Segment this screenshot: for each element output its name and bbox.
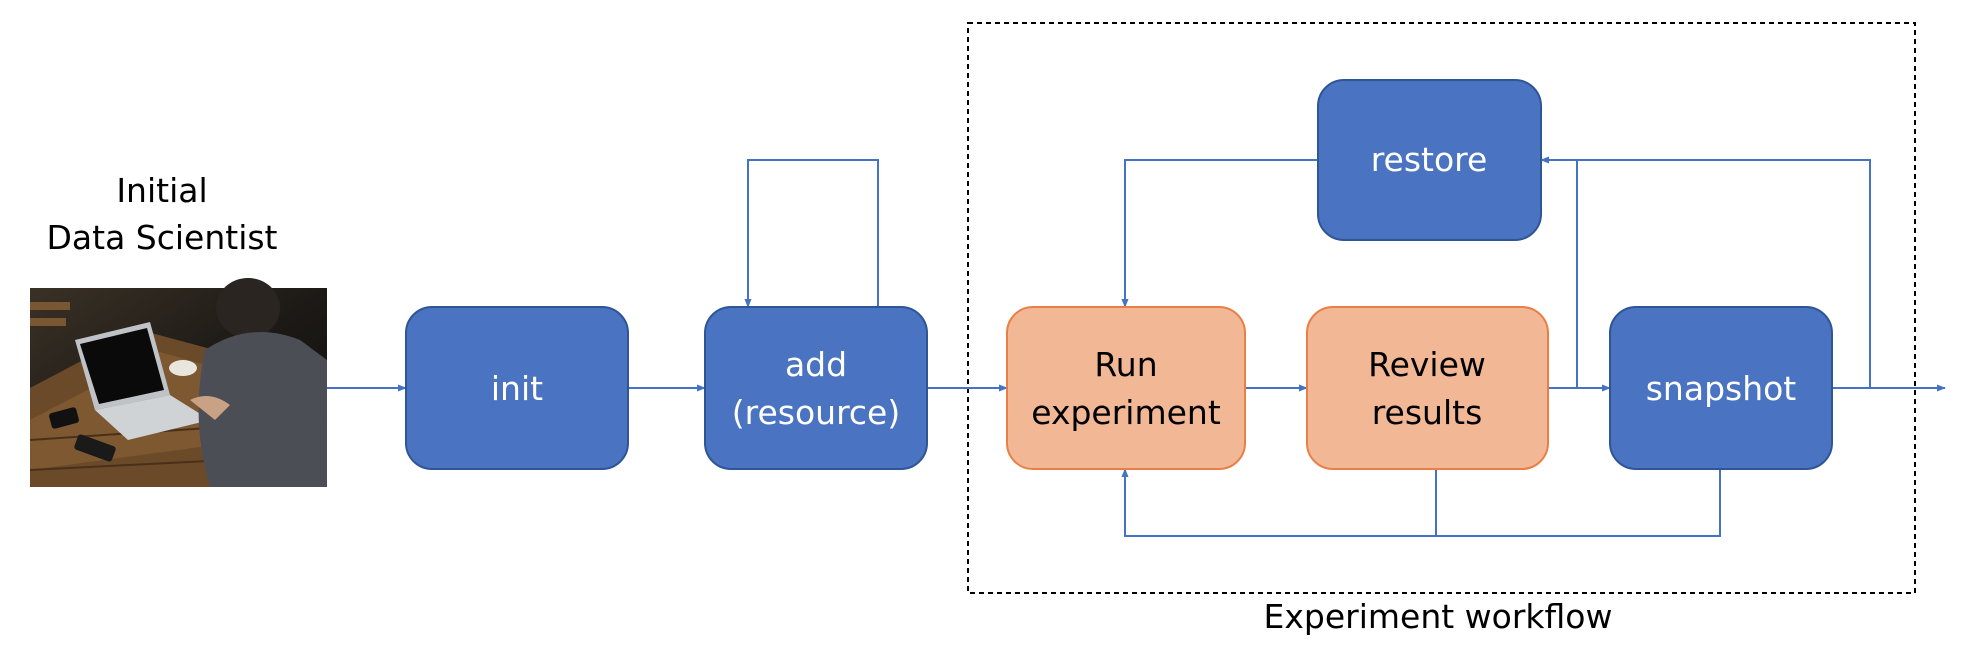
node-add-label-line-2: (resource) [732,393,900,432]
node-restore[interactable]: restore [1317,79,1542,241]
node-run-label-line-1: Run [1094,345,1157,384]
node-review-box [1306,306,1549,470]
node-add-box [704,306,928,470]
node-snapshot-box [1609,306,1833,470]
connectors [327,156,1946,537]
node-snapshot[interactable]: snapshot [1609,306,1833,470]
node-init-box [405,306,629,470]
node-init[interactable]: init [405,306,629,470]
node-restore-label: restore [1371,140,1488,179]
experiment-workflow-frame [967,22,1916,594]
node-init-label: init [491,369,543,408]
arrow-restore-to-run [1121,159,1318,308]
node-review-label-line-2: results [1372,393,1483,432]
diagram-title-line-2: Data Scientist [47,218,278,257]
node-add-label-line-1: add [785,345,847,384]
line-snapshot-out-to-restore [1577,159,1871,388]
node-run-experiment[interactable]: Run experiment [1006,306,1246,470]
node-snapshot-label: snapshot [1646,369,1797,408]
loop-add-self [744,159,879,308]
node-review-label-line-1: Review [1368,345,1486,384]
arrow-bottom-loop-to-run [1121,468,1721,537]
node-add[interactable]: add (resource) [704,306,928,470]
node-review-results[interactable]: Review results [1306,306,1549,470]
experiment-workflow-label: Experiment workflow [1264,597,1613,636]
node-run-box [1006,306,1246,470]
diagram-title-line-1: Initial [116,171,207,210]
person-with-laptop-photo [29,278,328,487]
node-run-label-line-2: experiment [1031,393,1221,432]
node-restore-box [1317,79,1542,241]
